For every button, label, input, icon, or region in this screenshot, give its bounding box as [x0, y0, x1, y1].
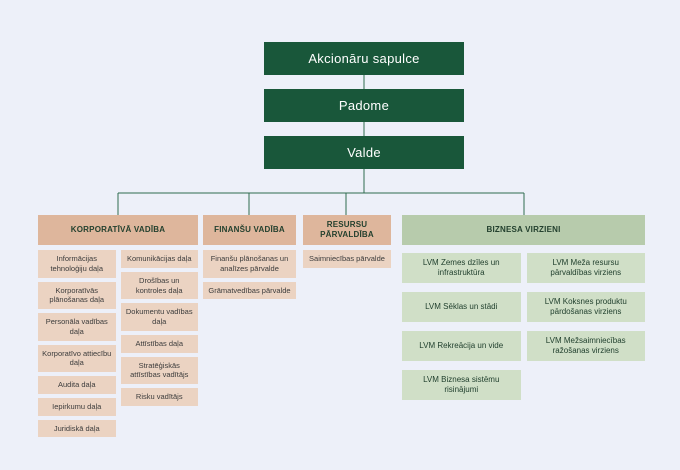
org-unit: Risku vadītājs: [120, 388, 198, 406]
group-columns: Informācijas tehnoloģiju daļa Korporatīv…: [38, 250, 198, 438]
org-unit: Attīstības daļa: [120, 334, 198, 353]
org-unit: Personāla vadības daļa: [38, 313, 116, 341]
group-columns: Finanšu plānošanas un analīzes pārvalde …: [203, 250, 296, 300]
group-columns: LVM Zemes dzīles un infrastruktūra LVM S…: [402, 253, 645, 400]
org-unit: LVM Koksnes produktu pārdošanas virziens: [526, 292, 645, 322]
org-unit: LVM Sēklas un stādi: [402, 292, 521, 322]
group-business-directions: BIZNESA VIRZIENI LVM Zemes dzīles un inf…: [402, 215, 645, 400]
org-unit: Saimniecības pārvalde: [303, 250, 391, 268]
group-header-business-directions: BIZNESA VIRZIENI: [402, 215, 645, 245]
org-unit: Drošības un kontroles daļa: [120, 271, 198, 300]
group-finance-management: FINANŠU VADĪBA Finanšu plānošanas un ana…: [203, 215, 296, 300]
group-header-resource-management: RESURSU PĀRVALDĪBA: [303, 215, 391, 245]
org-unit: LVM Zemes dzīles un infrastruktūra: [402, 253, 521, 283]
column: Komunikācijas daļa Drošības un kontroles…: [120, 250, 198, 406]
org-unit: Dokumentu vadības daļa: [120, 303, 198, 331]
org-unit: Grāmatvedības pārvalde: [203, 281, 296, 300]
org-unit: LVM Biznesa sistēmu risinājumi: [402, 370, 521, 400]
org-node-council: Padome: [264, 89, 464, 122]
org-unit: Informācijas tehnoloģiju daļa: [38, 250, 116, 278]
org-unit: LVM Meža resursu pārvaldības virziens: [526, 253, 645, 283]
group-header-corporate-management: KORPORATĪVĀ VADĪBA: [38, 215, 198, 245]
column: LVM Zemes dzīles un infrastruktūra LVM S…: [402, 253, 521, 400]
group-columns: Saimniecības pārvalde: [303, 250, 391, 268]
org-unit: Finanšu plānošanas un analīzes pārvalde: [203, 250, 296, 278]
column: LVM Meža resursu pārvaldības virziens LV…: [526, 253, 645, 361]
org-unit: Audita daļa: [38, 376, 116, 394]
org-unit: Korporatīvās plānošanas daļa: [38, 281, 116, 309]
org-node-board: Valde: [264, 136, 464, 169]
org-unit: Korporatīvo attiecību daļa: [38, 344, 116, 372]
org-unit: Juridiskā daļa: [38, 419, 116, 438]
org-unit: Komunikācijas daļa: [120, 250, 198, 268]
org-unit: LVM Rekreācija un vide: [402, 331, 521, 361]
group-corporate-management: KORPORATĪVĀ VADĪBA Informācijas tehnoloģ…: [38, 215, 198, 438]
group-resource-management: RESURSU PĀRVALDĪBA Saimniecības pārvalde: [303, 215, 391, 268]
column: Finanšu plānošanas un analīzes pārvalde …: [203, 250, 296, 300]
org-unit: Iepirkumu daļa: [38, 397, 116, 416]
org-unit: LVM Mežsaimniecības ražošanas virziens: [526, 331, 645, 361]
column: Saimniecības pārvalde: [303, 250, 391, 268]
org-node-shareholders-meeting: Akcionāru sapulce: [264, 42, 464, 75]
column: Informācijas tehnoloģiju daļa Korporatīv…: [38, 250, 116, 438]
group-header-finance-management: FINANŠU VADĪBA: [203, 215, 296, 245]
org-unit: Stratēģiskās attīstības vadītājs: [120, 356, 198, 384]
